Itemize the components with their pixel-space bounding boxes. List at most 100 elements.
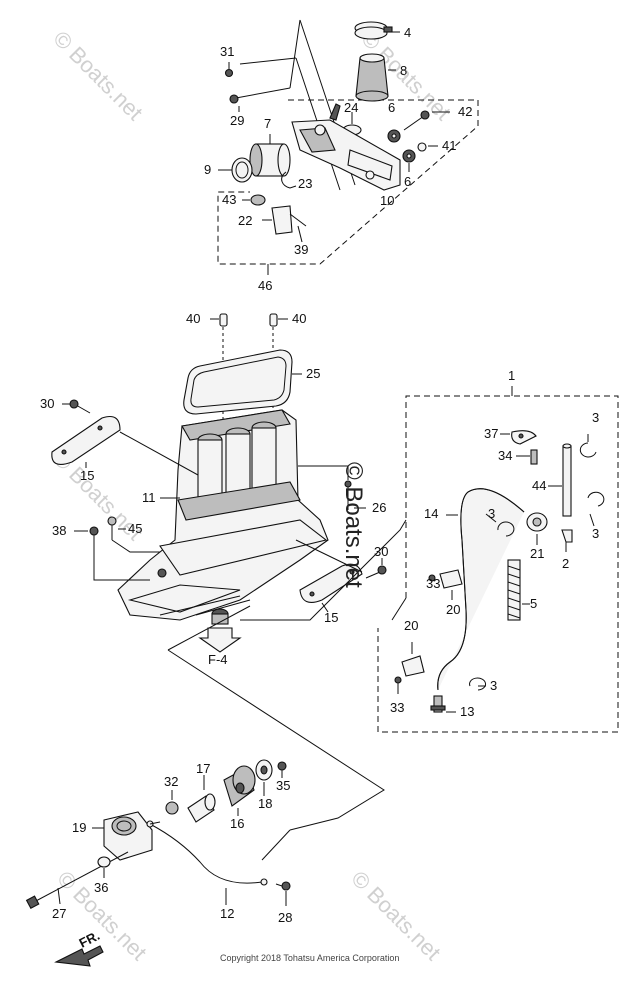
screw-33-lower: [394, 676, 402, 694]
callout-20b: 20: [404, 618, 418, 633]
bolt-30-left: [69, 399, 91, 414]
bolt-45: [107, 516, 117, 540]
fitting-34: [530, 449, 538, 465]
bolt-28: [275, 881, 291, 891]
pipe-44: [562, 443, 572, 517]
bolt-27: [25, 851, 129, 910]
mount-16: [223, 765, 256, 807]
bracket-20-lower: [401, 655, 425, 677]
callout-15a: 15: [80, 468, 94, 483]
housing-11: [117, 409, 329, 621]
callout-44: 44: [532, 478, 546, 493]
cover-15-right: [299, 563, 363, 603]
front-direction-arrow: [54, 945, 104, 967]
water-tube-assembly: [377, 386, 619, 733]
bottom-assembly: FR.: [25, 759, 291, 967]
cover-15-left: [51, 415, 121, 465]
callout-9: 9: [204, 162, 211, 177]
callout-37: 37: [484, 426, 498, 441]
copyright-notice: Copyright 2018 Tohatsu America Corporati…: [220, 953, 399, 963]
watermark-center: © Boats.net: [340, 462, 367, 588]
clamp-4: [354, 21, 393, 40]
clip-3-a: [579, 442, 597, 458]
grommet-8: [355, 53, 389, 102]
bolt-29: [229, 87, 291, 104]
callout-43: 43: [222, 192, 236, 207]
callout-16: 16: [230, 816, 244, 831]
nipple-13: [430, 695, 446, 713]
callout-8: 8: [400, 63, 407, 78]
bolt-26: [344, 480, 352, 510]
callout-45: 45: [128, 521, 142, 536]
cable-12: [146, 820, 268, 886]
callout-40b: 40: [292, 311, 306, 326]
washer-36: [97, 856, 111, 868]
callout-33b: 33: [390, 700, 404, 715]
washer-32: [165, 801, 179, 815]
callout-32: 32: [164, 774, 178, 789]
spring-5: [507, 559, 521, 621]
group-46-outline: [217, 99, 479, 265]
ring-9: [231, 157, 253, 183]
callout-7: 7: [264, 116, 271, 131]
clip-3-c: [497, 521, 515, 537]
spring-23: [281, 171, 297, 189]
nut-35: [277, 761, 287, 771]
callout-35: 35: [276, 778, 290, 793]
bracket-10: [291, 103, 401, 191]
fitting-f4: [198, 608, 242, 653]
callout-15b: 15: [324, 610, 338, 625]
callout-26: 26: [372, 500, 386, 515]
screw-38: [89, 526, 99, 546]
clip-43: [250, 194, 266, 206]
washer-41: [417, 142, 427, 152]
callout-19: 19: [72, 820, 86, 835]
bracket-20-upper: [439, 569, 463, 589]
grommet-6-lower: [402, 149, 416, 163]
callout-3c: 3: [592, 526, 599, 541]
callout-36: 36: [94, 880, 108, 895]
bushing-17: [187, 793, 216, 823]
callout-17: 17: [196, 761, 210, 776]
callout-1: 1: [508, 368, 515, 383]
callout-4: 4: [404, 25, 411, 40]
callout-3a: 3: [592, 410, 599, 425]
callout-28: 28: [278, 910, 292, 925]
callout-46: 46: [258, 278, 272, 293]
callout-38: 38: [52, 523, 66, 538]
callout-21: 21: [530, 546, 544, 561]
group-1-outline: [377, 395, 619, 733]
top-assembly: [217, 19, 479, 275]
callout-41: 41: [442, 138, 456, 153]
callout-6a: 6: [388, 100, 395, 115]
callout-5: 5: [530, 596, 537, 611]
callout-11: 11: [142, 490, 156, 505]
clip-3-b: [587, 491, 605, 507]
callout-39: 39: [294, 242, 308, 257]
housing-assembly: [51, 313, 407, 831]
seal-7: [249, 143, 291, 177]
callout-42: 42: [458, 104, 472, 119]
callout-12: 12: [220, 906, 234, 921]
callout-29: 29: [230, 113, 244, 128]
watermark-top-left: © Boats.net: [48, 26, 147, 125]
callout-18: 18: [258, 796, 272, 811]
callout-6b: 6: [404, 174, 411, 189]
callout-13: 13: [460, 704, 474, 719]
clip-3-d: [469, 677, 487, 691]
callout-34: 34: [498, 448, 512, 463]
elbow-2: [561, 529, 573, 552]
pin-39: [297, 225, 303, 243]
callout-10: 10: [380, 193, 394, 208]
callout-3b: 3: [488, 506, 495, 521]
watermark-bottom-right: © Boats.net: [346, 866, 445, 965]
callout-22: 22: [238, 213, 252, 228]
dowel-40-left: [219, 313, 228, 327]
callout-f4: F-4: [208, 652, 228, 667]
callout-20a: 20: [446, 602, 460, 617]
callout-2: 2: [562, 556, 569, 571]
callout-27: 27: [52, 906, 66, 921]
callout-23: 23: [298, 176, 312, 191]
